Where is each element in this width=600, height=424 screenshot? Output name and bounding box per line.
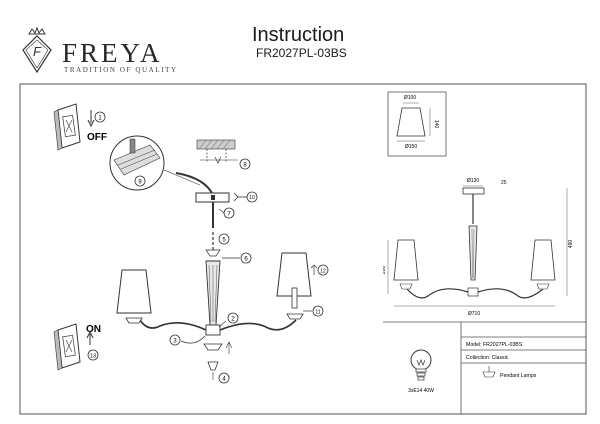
breaker-on-icon: [53, 323, 81, 371]
step-10: 10: [249, 195, 255, 201]
pendant-lamp-icon: [482, 366, 496, 378]
dimension-drawing: Ø100 140 Ø150 Ø130 25 490 200 Ø710 3xE14…: [383, 91, 574, 394]
step-11: 11: [315, 310, 320, 316]
step-7: 7: [227, 212, 231, 218]
shade-bottom-dim: Ø150: [405, 144, 417, 150]
step-3: 3: [173, 339, 177, 345]
width-dim: Ø710: [468, 311, 480, 317]
arm-height-dim: 200: [383, 266, 387, 275]
canopy-dim: Ø130: [467, 178, 479, 184]
bulb-icon: [410, 349, 432, 381]
step-13: 13: [90, 354, 96, 360]
step-1: 1: [98, 116, 102, 122]
installation-illustration: 1 OFF ON 13 8 9 10 7 5 6 2: [53, 103, 329, 384]
shade-height-dim: 140: [433, 120, 439, 129]
step-12: 12: [320, 269, 326, 275]
step-8: 8: [243, 163, 247, 169]
step-2: 2: [231, 317, 235, 323]
canopy-height-dim: 25: [501, 180, 507, 186]
doc-model: FR2027PL-03BS: [256, 46, 347, 60]
doc-title: Instruction: [252, 24, 345, 46]
total-height-dim: 490: [568, 240, 574, 249]
spec-collection: Collection: Classic: [466, 355, 509, 361]
brand-tagline: TRADITION OF QUALITY: [64, 66, 178, 74]
step-5: 5: [222, 238, 226, 244]
spec-model: Model: FR2027PL-03BS: [466, 342, 523, 348]
spec-type: Pendant Lamps: [500, 373, 537, 379]
bulb-spec: 3xE14 40W: [408, 388, 434, 394]
brand-logo: F: [22, 26, 52, 74]
step-9: 9: [138, 180, 142, 186]
brand-name: FREYA: [62, 38, 163, 68]
shade-top-dim: Ø100: [404, 95, 416, 101]
step-4: 4: [222, 377, 226, 383]
logo-letter: F: [33, 44, 42, 59]
on-label: ON: [86, 324, 101, 335]
step-6: 6: [244, 257, 248, 263]
off-label: OFF: [87, 132, 107, 143]
breaker-off-icon: [53, 103, 81, 151]
